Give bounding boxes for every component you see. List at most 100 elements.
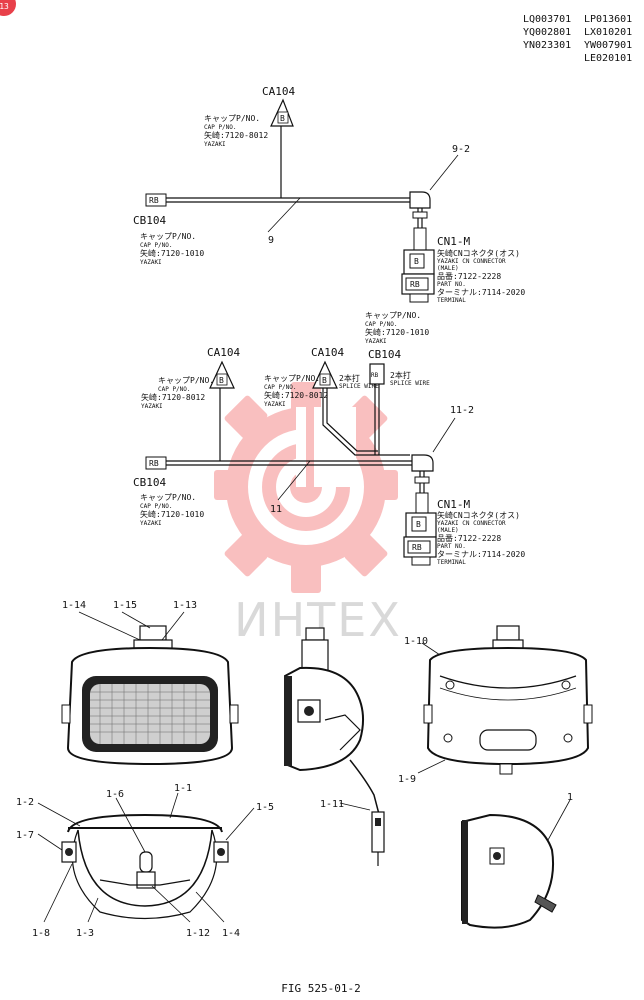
maker-label: YAZAKI [141,403,163,410]
cb-letters: RB [371,372,379,379]
harness-bottom: CA104 B キャップP/NO. CAP P/NO. 矢崎:7120-8012… [133,311,525,566]
elbow-ref: 9-2 [452,144,470,155]
model-code: LP013601 [584,14,632,25]
box-b: B [414,257,419,266]
ca-letter: B [322,376,327,385]
cap-label-en: CAP P/NO. [365,321,398,328]
splice-label: 2本打 [339,373,360,383]
cap-label-en: CAP P/NO. [158,386,191,393]
corner-badge: 13 [0,2,9,11]
callout-1-8: 1-8 [32,928,50,939]
cap-part-number: 矢崎:7120-8012 [141,392,205,402]
ca-letter: B [280,114,285,123]
cn-terminal-label: TERMINAL [437,297,466,304]
corner-badge-shape [0,0,16,16]
ca-label: CA104 [262,85,295,98]
cap-label-en: CAP P/NO. [264,384,297,391]
cn-terminal-label: TERMINAL [437,559,466,566]
ca-letter: B [219,376,224,385]
cap-part-number: 矢崎:7120-1010 [140,248,204,258]
cn-desc-jp: 矢崎CNコネクタ(オス) [437,248,520,258]
maker-label: YAZAKI [204,141,226,148]
cap-label-jp: キャップP/NO. [140,232,196,241]
cap-label-en: CAP P/NO. [140,503,173,510]
callout-1-12: 1-12 [186,928,210,939]
lamp-assembly-side [461,799,571,929]
cb-label: CB104 [133,476,166,489]
splice-label: 2本打 [390,370,411,380]
cn-label: CN1-M [437,498,470,511]
callout-1-5: 1-5 [256,802,274,813]
cb-label: CB104 [368,348,401,361]
callout-1-15: 1-15 [113,600,137,611]
cn-male: (MALE) [437,265,459,272]
model-codes: LQ003701 YQ002801 YN023301 LP013601 LX01… [523,14,632,64]
cap-label-jp: キャップP/NO. [264,374,320,383]
cn-terminal: ターミナル:7114-2020 [437,550,525,559]
model-code: LQ003701 [523,14,571,25]
cap-label-jp: キャップP/NO. [158,376,214,385]
ca-label: CA104 [311,346,344,359]
callout-1-1: 1-1 [174,783,192,794]
splice-label-en: SPLICE WIRE [339,383,379,390]
cap-label-jp: キャップP/NO. [204,114,260,123]
cn-part-number: 品番:7122-2228 [437,271,501,281]
maker-label: YAZAKI [140,259,162,266]
model-code: LX010201 [584,27,632,38]
model-code: YQ002801 [523,27,571,38]
cap-label-jp: キャップP/NO. [140,493,196,502]
model-code: YW007901 [584,40,632,51]
figure-caption: FIG 525-01-2 [281,982,360,995]
lamp-rear-view [417,625,593,775]
box-rb: RB [412,543,422,552]
callout-1-10: 1-10 [404,636,428,647]
cap-label-jp: キャップP/NO. [365,311,421,320]
cb-letters: RB [149,196,159,205]
watermark-logo-icon [214,382,398,593]
callout-1-14: 1-14 [62,600,86,611]
cap-part-number: 矢崎:7120-1010 [140,509,204,519]
cn-label: CN1-M [437,235,470,248]
cap-part-number: 矢崎:7120-8012 [204,130,268,140]
cap-part-number: 矢崎:7120-1010 [365,327,429,337]
splice-label-en: SPLICE WIRE [390,380,430,387]
callout-1-2: 1-2 [16,797,34,808]
callout-1-9: 1-9 [398,774,416,785]
model-code: YN023301 [523,40,571,51]
maker-label: YAZAKI [365,338,387,345]
callout-1-4: 1-4 [222,928,240,939]
elbow-ref: 11-2 [450,405,474,416]
cb-label: CB104 [133,214,166,227]
cn-desc-en: YAZAKI CN CONNECTOR [437,258,506,265]
harness-top: CA104 B キャップP/NO. CAP P/NO. 矢崎:7120-8012… [133,85,525,304]
cn-terminal: ターミナル:7114-2020 [437,288,525,297]
wire-ref: 9 [268,235,274,246]
cn-desc-en: YAZAKI CN CONNECTOR [437,520,506,527]
cn-part-label: PART NO. [437,281,466,288]
model-code: LE020101 [584,53,632,64]
callout-1-6: 1-6 [106,789,124,800]
callout-1-3: 1-3 [76,928,94,939]
cap-part-number: 矢崎:7120-8012 [264,390,328,400]
box-rb: RB [410,280,420,289]
maker-label: YAZAKI [140,520,162,527]
lamp-front-view [61,611,239,766]
cap-label-en: CAP P/NO. [140,242,173,249]
callout-1-13: 1-13 [173,600,197,611]
maker-label: YAZAKI [264,401,286,408]
cap-label-en: CAP P/NO. [204,124,237,131]
cb-letters: RB [149,459,159,468]
wire-ref: 11 [270,504,282,515]
cn-male: (MALE) [437,527,459,534]
callout-1-11: 1-11 [320,799,344,810]
callout-1-7: 1-7 [16,830,34,841]
lamp-side-view [284,627,385,866]
cn-part-label: PART NO. [437,543,466,550]
cn-part-number: 品番:7122-2228 [437,533,501,543]
callout-1: 1 [567,792,573,803]
box-b: B [416,520,421,529]
lamp-top-section [37,792,255,923]
cn-desc-jp: 矢崎CNコネクタ(オス) [437,510,520,520]
ca-label: CA104 [207,346,240,359]
